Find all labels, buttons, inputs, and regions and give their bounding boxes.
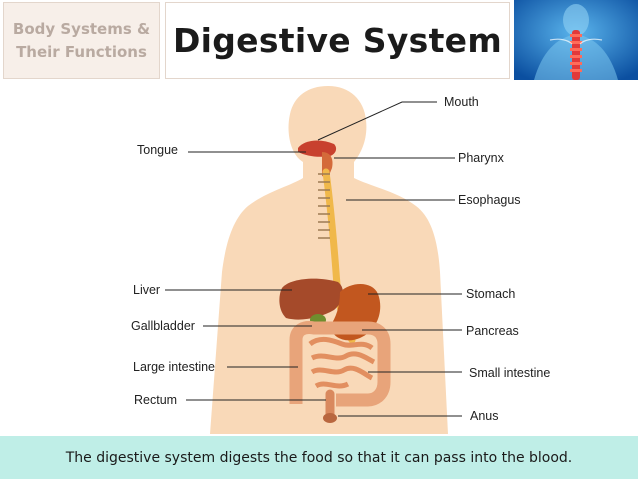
label-stomach: Stomach	[466, 287, 515, 301]
label-liver: Liver	[133, 283, 160, 297]
label-large-intestine: Large intestine	[133, 360, 215, 374]
digestive-system-diagram: Mouth Tongue Pharynx Esophagus Liver Sto…	[131, 86, 550, 434]
label-pancreas: Pancreas	[466, 324, 519, 338]
small-intestine-organ	[308, 336, 376, 389]
caption-band: The digestive system digests the food so…	[0, 436, 638, 479]
section-title-line1: Body Systems &	[12, 19, 151, 38]
anus-organ	[323, 413, 337, 423]
spine-thumbnail-image	[514, 0, 638, 80]
leader-mouth	[317, 101, 437, 141]
mouth-cavity	[298, 140, 337, 157]
label-esophagus: Esophagus	[458, 193, 521, 207]
section-title-line2: Their Functions	[16, 42, 147, 61]
label-small-intestine: Small intestine	[469, 366, 550, 380]
leader-lines	[165, 101, 462, 417]
label-mouth: Mouth	[444, 95, 479, 109]
page-title-box: Digestive System	[165, 2, 510, 79]
trachea	[318, 173, 330, 239]
label-gallbladder: Gallbladder	[131, 319, 195, 333]
page-title: Digestive System	[172, 21, 503, 60]
section-title-box: Body Systems & Their Functions	[3, 2, 160, 79]
label-rectum: Rectum	[134, 393, 177, 407]
label-anus: Anus	[470, 409, 499, 423]
label-pharynx: Pharynx	[458, 151, 505, 165]
body-silhouette	[210, 86, 448, 434]
caption-text: The digestive system digests the food so…	[65, 449, 573, 466]
label-tongue: Tongue	[137, 143, 178, 157]
liver-organ	[279, 278, 343, 320]
large-intestine-organ	[289, 321, 391, 407]
header: Body Systems & Their Functions Digestive…	[0, 0, 638, 82]
